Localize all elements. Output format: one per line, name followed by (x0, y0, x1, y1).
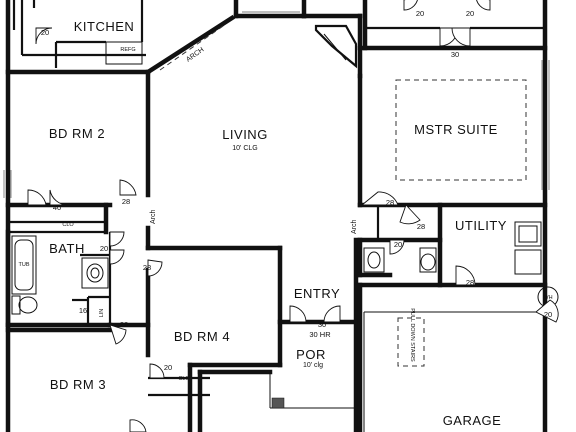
room-label-entry: ENTRY (294, 286, 340, 301)
porch-ceiling-note: 10' clg (303, 362, 323, 369)
label-tub: TUB (19, 262, 30, 268)
door-size-bd2-closet: 40 (53, 203, 61, 212)
tray-ceiling-outline (395, 79, 527, 181)
door-size-bd2: 28 (122, 197, 130, 206)
label-water-heater: WH (543, 295, 552, 301)
door-size-master: 28 (386, 198, 394, 207)
room-label-kitchen: KITCHEN (74, 19, 135, 34)
living-ceiling-note: 10' CLG (232, 145, 257, 152)
room-label-porch: POR (296, 347, 326, 362)
room-label-master-suite: MSTR SUITE (414, 122, 498, 137)
door-size-water-heater: 20 (544, 310, 552, 319)
room-labels: KITCHEN BD RM 2 LIVING 10' CLG MSTR SUIT… (49, 19, 507, 428)
door-size-kitchen: 20 (41, 28, 49, 37)
label-bd3-closet: CLO (178, 376, 190, 382)
doors (27, 0, 559, 432)
room-label-bedroom-3: BD RM 3 (50, 377, 106, 392)
door-size-garage: 28 (466, 278, 474, 287)
label-linen: LIN (99, 309, 105, 318)
room-label-bedroom-4: BD RM 4 (174, 329, 230, 344)
door-size-linen: 16 (79, 306, 87, 315)
label-arch-living-left: Arch (150, 210, 157, 225)
pull-down-stairs-outline (397, 317, 425, 367)
label-arch-living-right: Arch (351, 220, 358, 235)
label-pull-down-stairs: PULL DOWN STAIRS (409, 308, 415, 362)
door-size-bd3-closet: 20 (164, 363, 172, 372)
room-label-utility: UTILITY (455, 218, 507, 233)
room-label-living: LIVING (222, 127, 268, 142)
door-size-bath: 28 (143, 263, 151, 272)
door-size-top-right: 20 (466, 9, 474, 18)
door-size-entry: 30 (318, 320, 326, 329)
label-entry-hr: 30 HR (309, 330, 331, 339)
door-size-top-left: 20 (416, 9, 424, 18)
door-size-bd4: 28 (120, 320, 128, 329)
label-kitchen-arch: ARCH (185, 47, 205, 64)
kitchen-arch-line (159, 23, 227, 71)
door-size-labels: 20 20 20 30 40 28 28 28 20 28 20 28 20 1… (41, 9, 552, 372)
room-label-bath: BATH (49, 241, 85, 256)
door-size-master-wc: 28 (417, 222, 425, 231)
walls (3, 0, 559, 432)
door-size-double: 30 (451, 50, 459, 59)
door-size-util-wc: 20 (394, 240, 402, 249)
room-label-bedroom-2: BD RM 2 (49, 126, 105, 141)
room-label-garage: GARAGE (443, 413, 502, 428)
door-size-bath-tub: 20 (100, 244, 108, 253)
label-refrigerator: REFG (120, 47, 135, 53)
label-bd2-closet: CLO (62, 222, 74, 228)
